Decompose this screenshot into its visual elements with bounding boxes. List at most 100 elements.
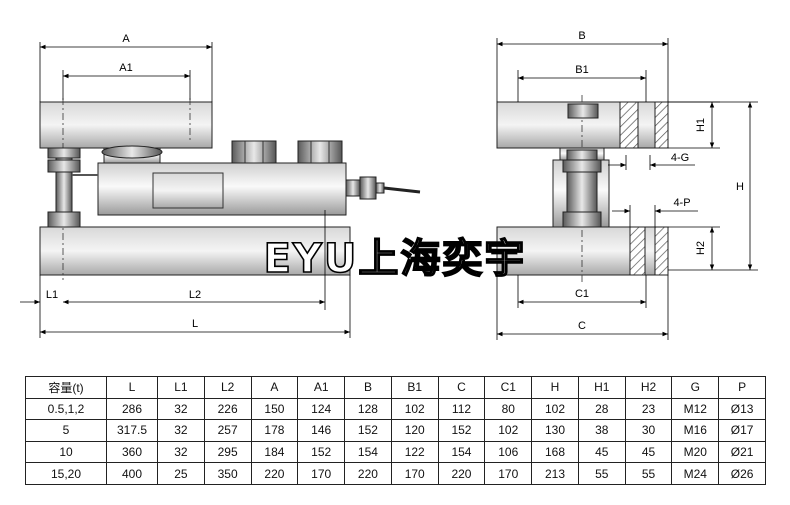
col-header-C1: C1 — [484, 376, 533, 399]
table-cell: 28 — [577, 397, 626, 421]
table-cell: 220 — [344, 462, 392, 485]
table-cell: 45 — [624, 440, 673, 464]
col-header-L2: L2 — [203, 376, 252, 399]
table-cell: 226 — [203, 397, 252, 421]
col-header-L: L — [106, 376, 158, 399]
table-cell: 102 — [390, 397, 439, 421]
col-header-H: H — [531, 376, 579, 399]
col-header-B: B — [344, 376, 392, 399]
table-cell: 220 — [250, 462, 299, 485]
table-cell: 102 — [484, 419, 533, 442]
dim-label-H1: H1 — [695, 118, 707, 132]
table-cell: M12 — [671, 397, 720, 421]
dim-label-C1: C1 — [575, 288, 589, 300]
table-cell: 0.5,1,2 — [25, 397, 107, 421]
col-header-H2: H2 — [624, 376, 673, 399]
table-cell: M20 — [671, 440, 720, 464]
front-top-plate — [39, 101, 213, 149]
table-cell: 257 — [203, 419, 252, 442]
table-cell: 295 — [203, 440, 252, 464]
technical-drawing: A A1 L1 L2 L — [20, 30, 758, 340]
col-header-G: G — [671, 376, 720, 399]
table-cell: 80 — [484, 397, 533, 421]
table-cell: 152 — [297, 440, 346, 464]
dim-label-A: A — [122, 33, 130, 45]
table-cell: 130 — [531, 419, 579, 442]
front-view — [39, 98, 421, 280]
col-header-C: C — [437, 376, 486, 399]
table-cell: 128 — [344, 397, 392, 421]
table-cell: 170 — [297, 462, 346, 485]
col-header-L1: L1 — [157, 376, 205, 399]
table-cell: 360 — [106, 440, 158, 464]
side-view — [496, 95, 669, 285]
table-cell: 170 — [390, 462, 439, 485]
table-cell: Ø26 — [718, 462, 766, 485]
front-hex-nut-2 — [297, 140, 343, 164]
table-cell: 350 — [203, 462, 252, 485]
table-cell: 154 — [344, 440, 392, 464]
table-cell: 400 — [106, 462, 158, 485]
table-cell: 32 — [157, 440, 205, 464]
table-cell: 38 — [577, 419, 626, 442]
table-cell: 168 — [531, 440, 579, 464]
front-hex-nut-1 — [231, 140, 277, 164]
table-cell: Ø21 — [718, 440, 766, 464]
front-dimensions: A A1 L1 L2 L — [20, 33, 351, 338]
table-cell: 10 — [25, 440, 107, 464]
spec-table-header-row: 容量(t) L L1 L2 A A1 B B1 C C1 H H1 H2 G P — [25, 376, 766, 399]
dim-label-B: B — [578, 30, 585, 42]
col-header-P: P — [718, 376, 766, 399]
col-header-B1: B1 — [390, 376, 439, 399]
table-cell: 170 — [484, 462, 533, 485]
dim-label-L1: L1 — [46, 289, 58, 301]
table-cell: 184 — [250, 440, 299, 464]
dim-label-A1: A1 — [119, 62, 132, 74]
col-header-A1: A1 — [297, 376, 346, 399]
dim-label-4G: 4-G — [671, 152, 689, 164]
table-cell: 124 — [297, 397, 346, 421]
table-cell: 150 — [250, 397, 299, 421]
table-cell: 55 — [624, 462, 673, 485]
table-cell: 15,20 — [25, 462, 107, 485]
table-cell: 106 — [484, 440, 533, 464]
table-cell: 45 — [577, 440, 626, 464]
table-cell: 286 — [106, 397, 158, 421]
cable-gland — [345, 176, 421, 200]
table-cell: Ø13 — [718, 397, 766, 421]
table-cell: 154 — [437, 440, 486, 464]
side-dimensions: B B1 H1 H 4-G 4-P H2 C1 — [496, 30, 758, 340]
col-header-H1: H1 — [577, 376, 626, 399]
table-cell: 120 — [390, 419, 439, 442]
front-base-plate — [39, 226, 351, 276]
watermark: EYU上海奕宇 — [264, 236, 527, 282]
front-stud — [47, 147, 98, 228]
table-cell: 213 — [531, 462, 579, 485]
table-cell: M16 — [671, 419, 720, 442]
table-cell: 146 — [297, 419, 346, 442]
table-cell: 23 — [624, 397, 673, 421]
table-cell: Ø17 — [718, 419, 766, 442]
table-cell: 178 — [250, 419, 299, 442]
dim-label-L2: L2 — [189, 289, 201, 301]
table-cell: 102 — [531, 397, 579, 421]
table-cell: 5 — [25, 419, 107, 442]
table-cell: 220 — [437, 462, 486, 485]
dim-label-4P: 4-P — [673, 197, 690, 209]
table-cell: 32 — [157, 397, 205, 421]
table-cell: 30 — [624, 419, 673, 442]
load-cell-label-plate — [152, 172, 224, 209]
dim-label-B1: B1 — [575, 64, 588, 76]
table-cell: 25 — [157, 462, 205, 485]
table-cell: 112 — [437, 397, 486, 421]
spec-table: 容量(t) L L1 L2 A A1 B B1 C C1 H H1 H2 G P… — [25, 376, 766, 485]
col-header-capacity: 容量(t) — [25, 376, 107, 399]
dim-label-H: H — [736, 181, 744, 193]
col-header-A: A — [250, 376, 299, 399]
table-cell: 122 — [390, 440, 439, 464]
table-cell: 317.5 — [106, 419, 158, 442]
